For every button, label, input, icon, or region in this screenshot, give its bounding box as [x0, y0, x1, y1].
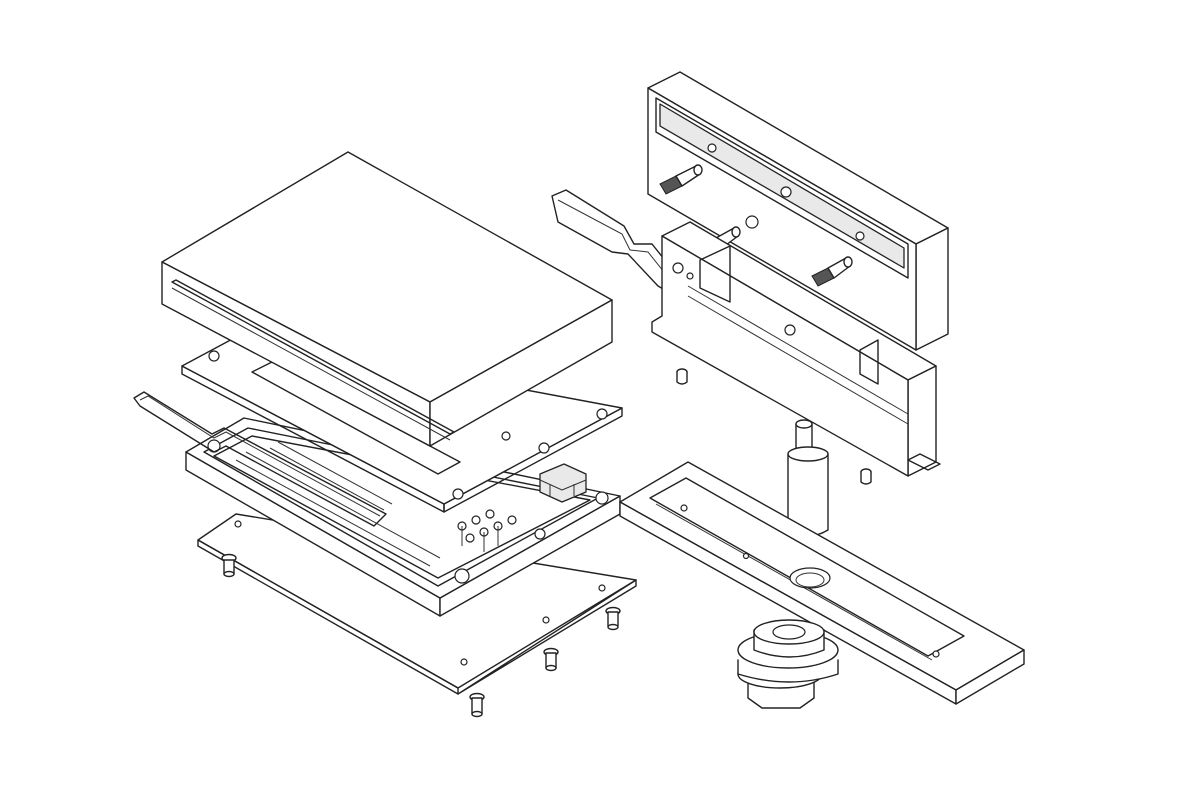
thumb-screw: [811, 256, 853, 287]
gear-insert: [539, 463, 587, 503]
dowel-pins: [676, 368, 872, 485]
connector-pins: [457, 509, 517, 552]
screw: [221, 553, 237, 578]
left-gasket: [133, 391, 387, 527]
back-clamp-block: [647, 71, 949, 351]
flange-nut: [737, 619, 839, 709]
vertical-pin: [787, 419, 829, 537]
bottom-screws: [221, 553, 621, 718]
screw: [543, 647, 559, 672]
screw: [469, 692, 485, 718]
dowel-pin: [860, 468, 872, 485]
thumb-screw: [659, 164, 703, 195]
lower-clamp-block: [651, 221, 941, 477]
base-rail: [619, 461, 1025, 705]
screw: [605, 606, 621, 631]
dowel-pin: [676, 368, 688, 385]
top-cover-block: [161, 151, 613, 447]
housing-frame: [185, 417, 621, 617]
